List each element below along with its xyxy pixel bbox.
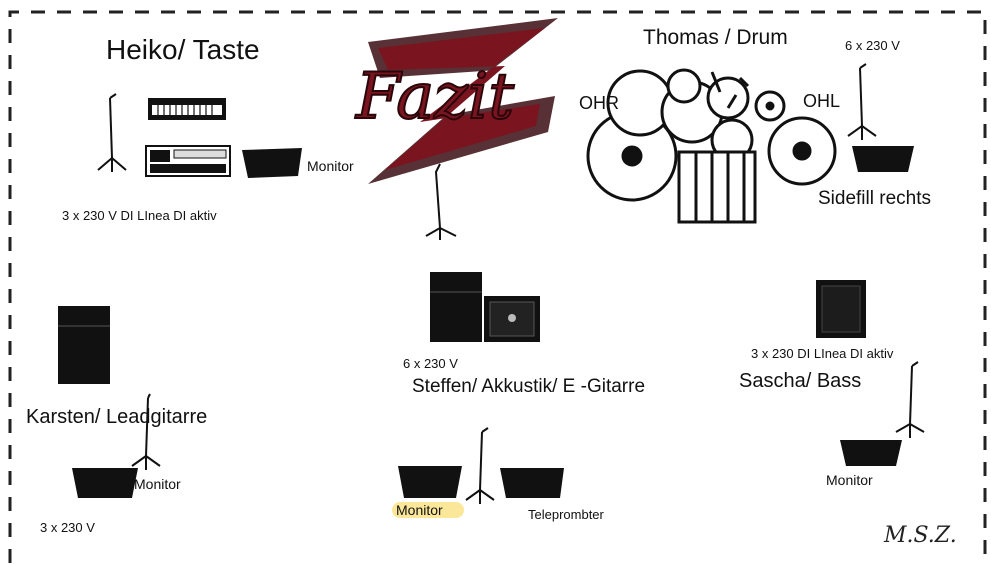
teleprompter-label: Teleprombter — [528, 507, 604, 522]
keys-monitor-label: Monitor — [307, 158, 354, 174]
guitar-player-label: Steffen/ Akkustik/ E -Gitarre — [412, 376, 646, 397]
drums-player-label: Thomas / Drum — [643, 26, 788, 49]
center-mic-stand — [425, 163, 457, 240]
sidefill-wedge — [852, 146, 914, 172]
keys-monitor-wedge — [242, 148, 302, 178]
lead-monitor-wedge — [72, 468, 138, 498]
keys-mic-stand — [97, 93, 127, 172]
guitar-amp-stack — [430, 272, 482, 342]
bass-amp — [816, 280, 866, 338]
lead-power-label: 3 x 230 V — [40, 520, 95, 535]
fazit-logo: Fazit — [354, 18, 558, 184]
keyboard-icon — [148, 98, 226, 120]
lead-monitor-label: Monitor — [134, 476, 181, 492]
bass-monitor-label: Monitor — [826, 472, 873, 488]
synth-icon — [145, 145, 231, 177]
lead-mic-stand — [131, 393, 161, 470]
keys-player-label: Heiko/ Taste — [106, 34, 260, 65]
ohl-label: OHL — [803, 91, 841, 111]
logo-text: Fazit — [355, 60, 514, 134]
guitar-monitor-label: Monitor — [392, 502, 464, 518]
ohr-label: OHR — [579, 93, 619, 113]
drums-power-label: 6 x 230 V — [845, 38, 900, 53]
lead-player-label: Karsten/ Leadgitarre — [26, 406, 208, 428]
acoustic-amp — [484, 296, 540, 342]
keys-power-label: 3 x 230 V DI LInea DI aktiv — [62, 208, 217, 223]
bass-power-label: 3 x 230 DI LInea DI aktiv — [751, 346, 894, 361]
guitar-monitor-wedge — [398, 466, 462, 498]
bass-mic-stand — [895, 361, 925, 438]
guitar-power-label: 6 x 230 V — [403, 356, 458, 371]
drum-mic-stand — [847, 63, 877, 140]
bass-player-label: Sascha/ Bass — [739, 370, 862, 392]
sidefill-label: Sidefill rechts — [818, 188, 931, 209]
teleprompter-wedge — [500, 468, 564, 498]
signature: M.S.Z. — [884, 523, 957, 548]
drum-kit — [586, 68, 837, 224]
bass-monitor-wedge — [840, 440, 902, 466]
lead-amp-stack — [58, 306, 110, 384]
stage-border — [8, 10, 987, 563]
guitar-mic-stand — [465, 427, 495, 504]
